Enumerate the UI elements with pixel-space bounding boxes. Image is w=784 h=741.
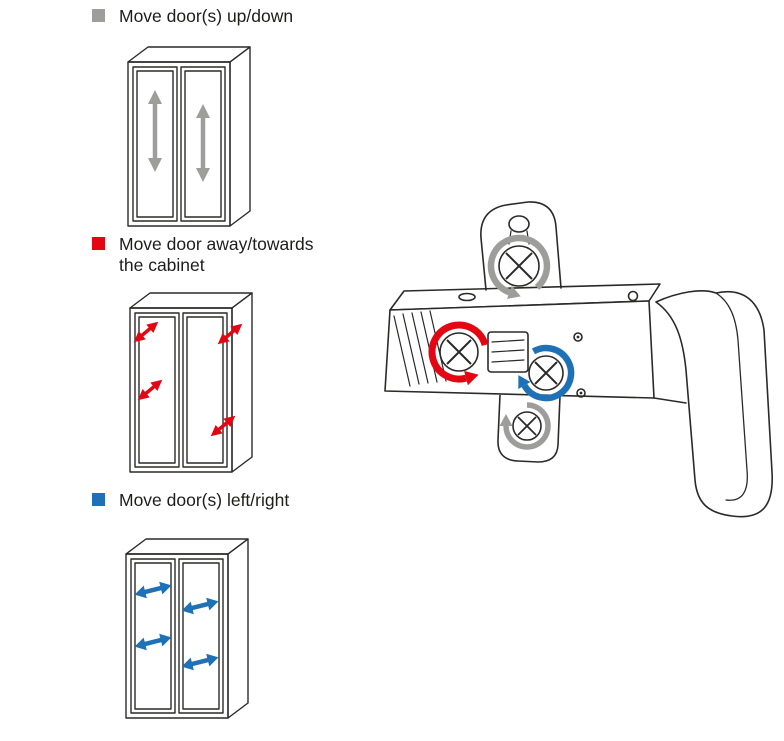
adjustment-window [487,331,529,373]
blue-square-bullet-icon [92,493,105,506]
small-screw-icon [576,388,586,398]
red-square-bullet [92,237,105,250]
horizontal-double-arrow-icon [134,581,219,671]
mounting-plate-bottom [497,394,561,463]
rotation-arrow-top-gray-icon [487,234,551,299]
legend-item-up-down: Move door(s) up/down [92,6,293,27]
red-square-bullet-icon [92,237,105,250]
gray-square-bullet [92,9,105,22]
door-cross-section [653,290,773,518]
legend-away-towards-label: Move door away/towards the cabinet [119,234,314,275]
hinge-arm-left-screw [439,332,479,372]
rotation-arrow-bottom-gray-icon [499,402,551,450]
diagonal-double-arrow-icon [133,321,243,437]
mounting-plate-top-screw [498,245,540,287]
cabinet-outline [127,46,251,227]
hinge-detail-illustration [384,201,773,518]
cabinet-left-right-illustration [125,538,249,719]
rotation-arrow-left-red-icon [428,321,489,386]
vertical-double-arrow-icon [148,90,210,182]
legend-item-away-towards: Move door away/towards the cabinet [92,234,314,275]
mounting-plate-bottom-screw [512,411,542,441]
blue-square-bullet [92,493,105,506]
cabinet-up-down-illustration [127,46,251,227]
rotation-arrow-right-blue-icon [518,344,575,402]
cabinet-outline [129,292,253,473]
gray-square-bullet-icon [92,9,105,22]
cabinet-away-towards-illustration [129,292,253,473]
arm-hatching [393,310,447,387]
cabinet-outline [125,538,249,719]
hinge-arm-right-screw [528,355,564,391]
small-screw-icon [573,332,583,342]
legend-up-down-label: Move door(s) up/down [119,6,294,26]
legend-left-right-label: Move door(s) left/right [119,490,290,510]
legend-item-left-right: Move door(s) left/right [92,490,289,511]
